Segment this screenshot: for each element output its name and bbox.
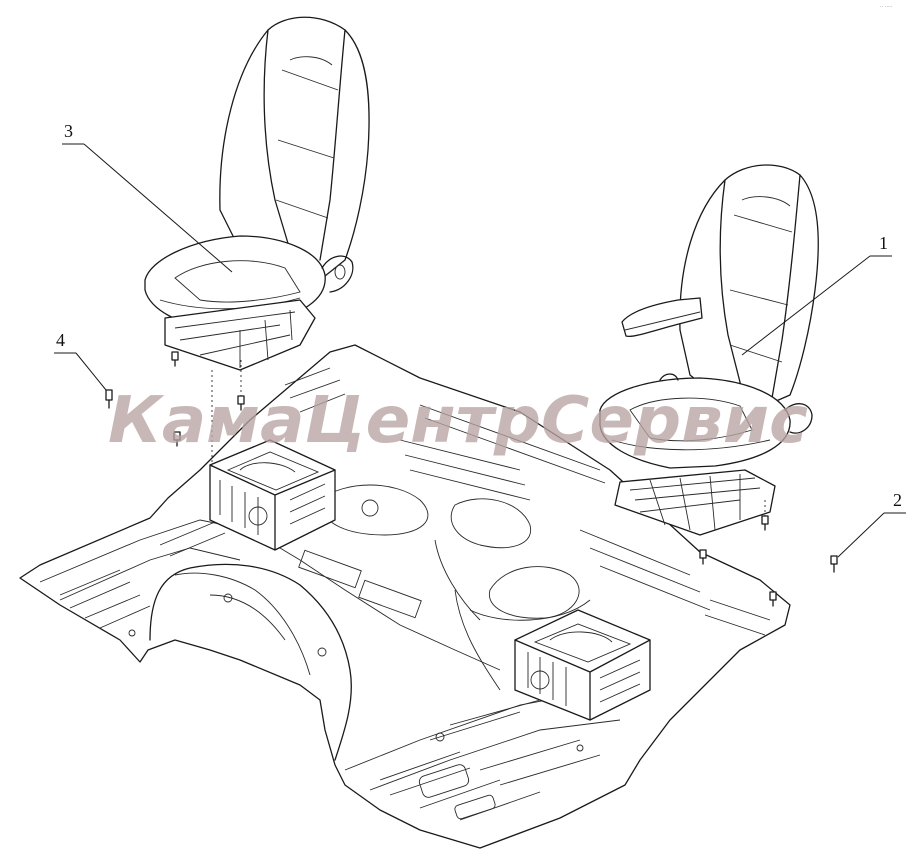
fastener-bolts <box>105 351 838 607</box>
bolt-c <box>761 515 769 531</box>
bolt-a <box>171 351 179 367</box>
callout-label-2: 2 <box>893 490 902 510</box>
bolt-d <box>699 549 707 565</box>
bolt-b <box>173 431 181 447</box>
callout-label-3: 3 <box>64 121 73 141</box>
bolt-4 <box>105 389 113 409</box>
bolt-2 <box>830 555 838 573</box>
passenger-seat <box>144 16 370 371</box>
callout-label-1: 1 <box>879 233 888 253</box>
driver-seat <box>599 164 819 536</box>
corner-mark: ·· ····· <box>880 4 893 10</box>
callout-label-4: 4 <box>56 330 65 350</box>
right-seat-mount-box <box>514 609 651 721</box>
watermark-text: КамаЦентрСервис <box>108 384 808 458</box>
callout-4: 4 <box>54 330 107 391</box>
callout-2: 2 <box>837 490 906 558</box>
callout-3: 3 <box>62 121 233 273</box>
left-seat-mount-box <box>209 439 336 551</box>
callout-1: 1 <box>741 233 892 356</box>
bolt-e <box>769 591 777 607</box>
